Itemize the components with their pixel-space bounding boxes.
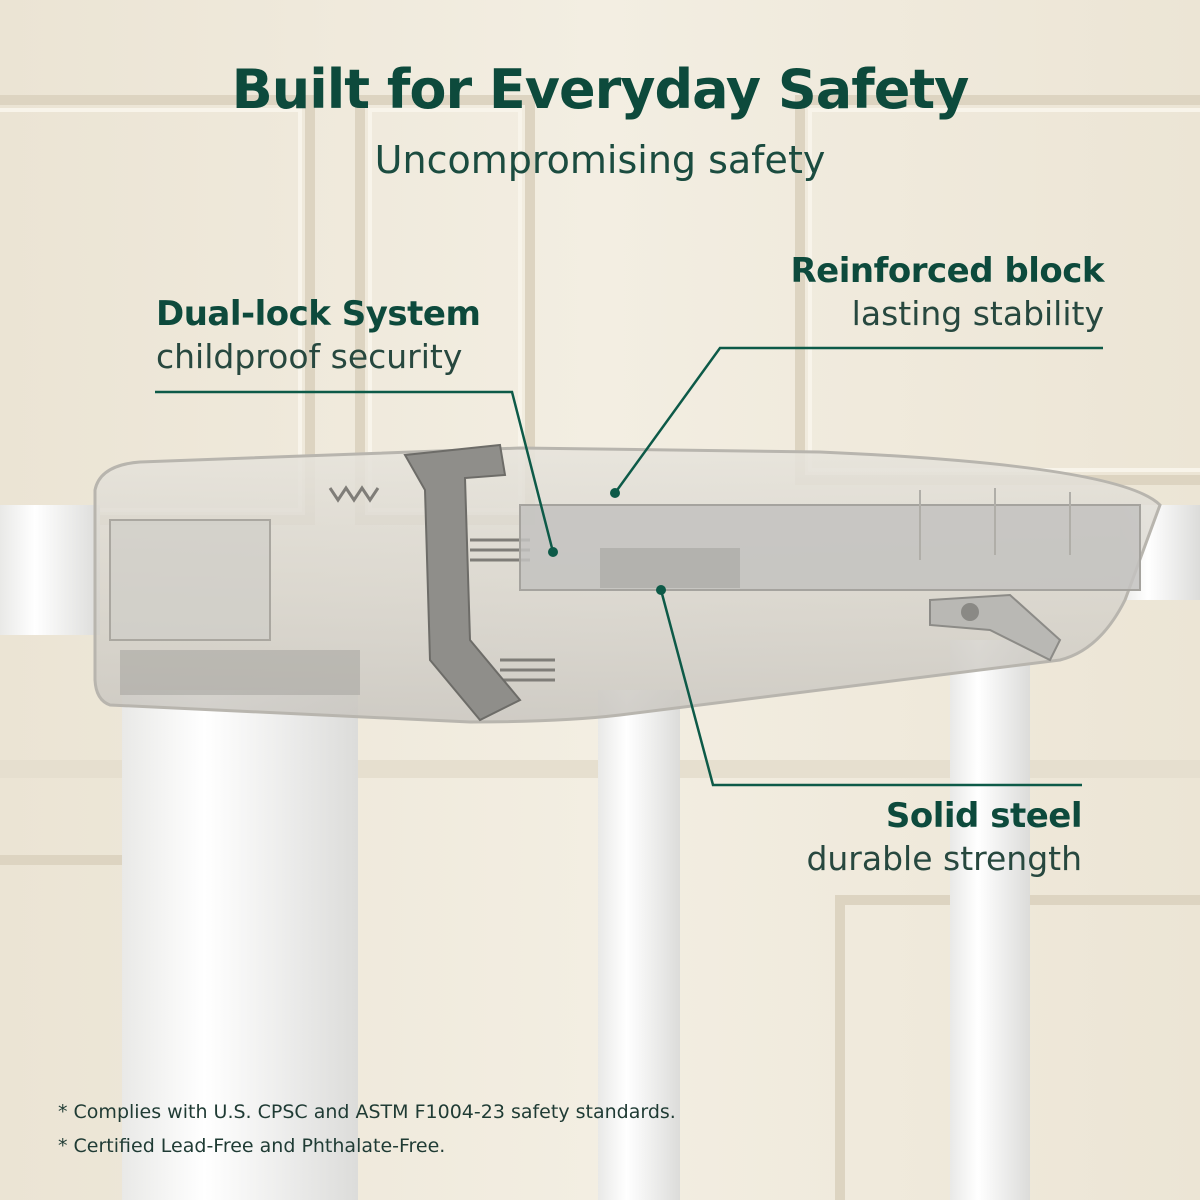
callout-reinforced-block-title: Reinforced block xyxy=(790,251,1104,291)
callout-dual-lock: Dual-lock System childproof security xyxy=(156,293,481,377)
callout-solid-steel: Solid steel durable strength xyxy=(806,795,1082,879)
leader-dual-lock xyxy=(155,390,555,553)
callout-dual-lock-subtitle: childproof security xyxy=(156,336,463,376)
gate-bars xyxy=(122,640,1030,1200)
page-title: Built for Everyday Safety xyxy=(231,58,970,121)
page-subtitle: Uncompromising safety xyxy=(374,138,826,182)
callout-solid-steel-subtitle: durable strength xyxy=(806,838,1082,878)
callout-reinforced-block-subtitle: lasting stability xyxy=(851,293,1104,333)
callout-reinforced-block: Reinforced block lasting stability xyxy=(790,250,1104,334)
callout-dual-lock-title: Dual-lock System xyxy=(156,294,481,334)
callout-leaders xyxy=(155,346,1103,787)
leader-reinforced-block xyxy=(613,346,1103,494)
footnotes: * Complies with U.S. CPSC and ASTM F1004… xyxy=(58,1095,676,1163)
footnote-certification: * Certified Lead-Free and Phthalate-Free… xyxy=(58,1135,446,1157)
leader-solid-steel xyxy=(659,589,1082,787)
lock-housing xyxy=(93,443,1162,724)
footnote-standards: * Complies with U.S. CPSC and ASTM F1004… xyxy=(58,1101,676,1123)
callout-solid-steel-title: Solid steel xyxy=(885,796,1083,836)
